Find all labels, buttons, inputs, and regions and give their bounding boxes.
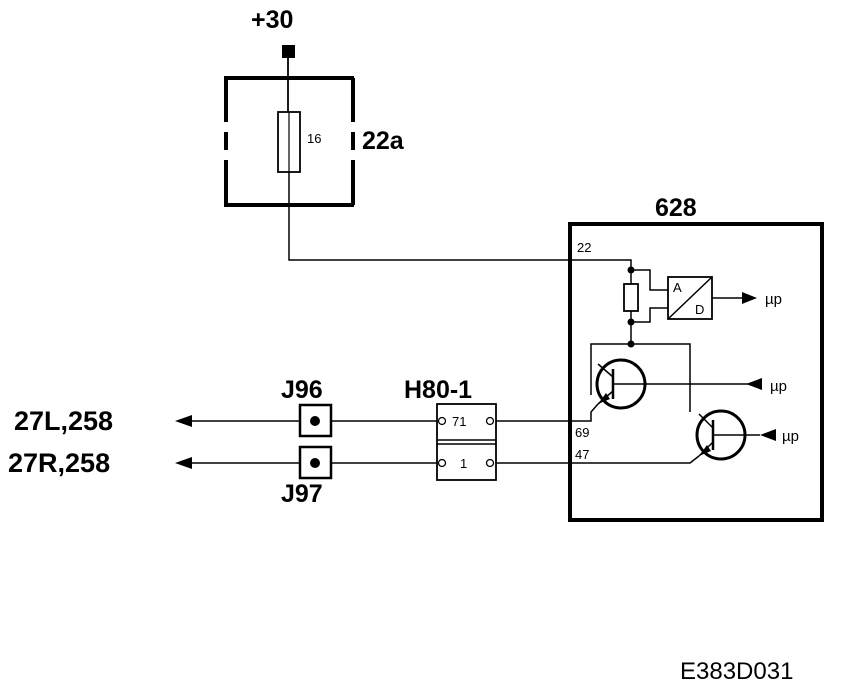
- module-box: [568, 222, 824, 522]
- up-label-t2: µp: [782, 428, 799, 445]
- h80-pin-71: 71: [452, 414, 466, 429]
- transistor-2: [695, 409, 747, 461]
- transistor-1: [595, 358, 647, 410]
- pin-22: 22: [577, 240, 591, 255]
- pin-47: 47: [575, 447, 589, 462]
- sense-resistor: [623, 283, 639, 312]
- supply-terminal: [282, 45, 295, 58]
- h80-label: H80-1: [404, 376, 472, 404]
- fuse-value: 16: [307, 131, 321, 146]
- j96-label: J96: [281, 376, 323, 404]
- j97-label: J97: [281, 480, 323, 508]
- adc-a: A: [673, 280, 682, 295]
- adc-d: D: [695, 302, 704, 317]
- arrow-left-bottom: [175, 457, 192, 469]
- supply-label: +30: [251, 6, 293, 34]
- fuse-ref: 22a: [362, 127, 405, 155]
- up-label-t1: µp: [770, 378, 787, 395]
- h80-pin-1: 1: [460, 456, 467, 471]
- pin-69: 69: [575, 425, 589, 440]
- fuse-module-wire: [288, 172, 632, 270]
- up-label-adc: µp: [765, 291, 782, 308]
- output-left-label: 27L,258: [14, 406, 113, 436]
- output-right-label: 27R,258: [8, 448, 110, 478]
- arrow-left-top: [175, 415, 192, 427]
- h80-connector: [436, 403, 497, 481]
- drawing-id: E383D031: [680, 658, 793, 685]
- module-ref: 628: [655, 194, 697, 222]
